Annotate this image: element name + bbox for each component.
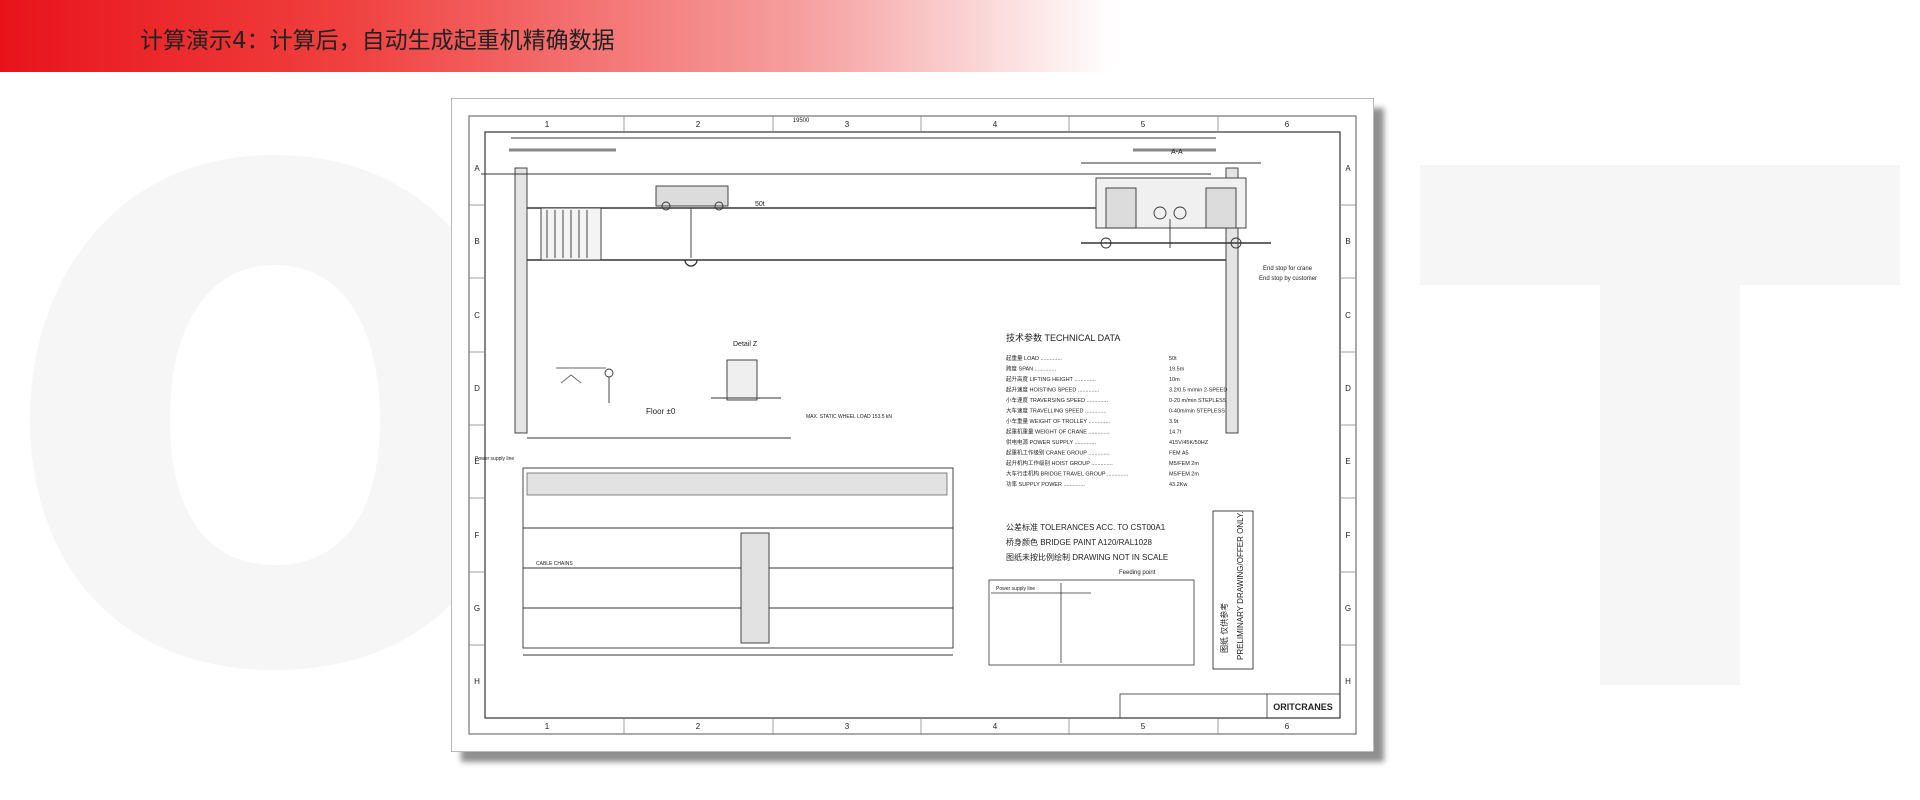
section-label: A-A — [1171, 149, 1183, 156]
tech-row-label: 供电电源 POWER SUPPLY .............. — [1006, 438, 1096, 446]
grid-col-label: 1 — [545, 120, 550, 129]
grid-col-label: 6 — [1285, 120, 1290, 129]
tech-row-value: 14.7t — [1169, 430, 1182, 436]
grid-row-label: D — [1345, 384, 1351, 393]
tolerances-note: 公差标准 TOLERANCES ACC. TO CST00A1 — [1006, 522, 1166, 532]
grid-row-label: A — [1345, 164, 1351, 173]
technical-data-table: 技术参数 TECHNICAL DATA 起重量 LOAD ...........… — [1006, 332, 1227, 562]
floor-label: Floor ±0 — [646, 407, 676, 416]
tech-row-value: 10m — [1169, 377, 1180, 383]
tech-title: 技术参数 TECHNICAL DATA — [1006, 332, 1120, 343]
company-name: ORITCRANES — [1273, 702, 1333, 712]
feeding-point-label: Feeding point — [1119, 570, 1156, 576]
tech-row-label: 起重机重量 WEIGHT OF CRANE .............. — [1006, 428, 1110, 436]
tech-row-value: M5/FEM 2m — [1169, 461, 1199, 467]
power-supply-line2-label: Power supply line — [996, 586, 1035, 592]
preliminary-en: PRELIMINARY DRAWING/OFFER ONLY. — [1236, 512, 1245, 660]
grid-row-label: H — [474, 677, 480, 686]
power-supply-label: Power supply line — [475, 456, 514, 462]
tech-row-value: 0-40m/min STEPLESS — [1169, 409, 1225, 415]
grid-row-label: H — [1345, 677, 1351, 686]
grid-col-label: 4 — [993, 722, 998, 731]
tech-row-label: 起升机构工作级别 HOIST GROUP .............. — [1006, 459, 1113, 467]
grid-row-label: C — [474, 311, 480, 320]
grid-row-label: G — [474, 604, 480, 613]
tech-row-label: 小车速度 TRAVERSING SPEED .............. — [1006, 396, 1108, 404]
grid-row-label: F — [1346, 531, 1351, 540]
tech-row-value: 415V/45K/50HZ — [1169, 440, 1209, 446]
tech-row-label: 起重量 LOAD .............. — [1006, 354, 1062, 362]
grid-row-label: D — [474, 384, 480, 393]
grid-row-label: B — [474, 237, 479, 246]
grid-row-label: E — [1345, 457, 1350, 466]
tech-row-label: 大车行走机构 BRIDGE TRAVEL GROUP .............… — [1006, 470, 1129, 478]
grid-row-label: G — [1345, 604, 1351, 613]
tech-row-label: 起重机工作级别 CRANE GROUP .............. — [1006, 449, 1110, 457]
grid-col-label: 5 — [1141, 722, 1146, 731]
grid-row-label: A — [474, 164, 480, 173]
drawing-sheet: 1 2 3 4 5 6 1 2 3 4 5 6 A B C D E F G H … — [451, 98, 1374, 752]
header-banner: 计算演示4：计算后，自动生成起重机精确数据 — [0, 0, 1920, 72]
grid-row-label: F — [475, 531, 480, 540]
section-a-a-view: A-A End stop for crane End stop by custo… — [1081, 149, 1317, 282]
grid-col-label: 3 — [845, 120, 850, 129]
crane-drawing: 1 2 3 4 5 6 1 2 3 4 5 6 A B C D E F G H … — [451, 98, 1384, 762]
grid-row-label: B — [1345, 237, 1350, 246]
cable-chain-label: CABLE CHAINS — [536, 561, 573, 567]
tech-row-value: M5/FEM 2m — [1169, 472, 1199, 478]
tech-row-value: 3.9t — [1169, 419, 1179, 425]
tech-row-label: 起升速度 HOISTING SPEED .............. — [1006, 386, 1100, 394]
end-stop-customer-label: End stop by customer — [1259, 276, 1317, 282]
preliminary-cn: 图纸 仅供参考 — [1219, 603, 1229, 653]
detail-label: Detail Z — [733, 341, 758, 348]
grid-col-label: 4 — [993, 120, 998, 129]
grid-col-label: 3 — [845, 722, 850, 731]
bridge-paint-note: 桥身颜色 BRIDGE PAINT A120/RAL1028 — [1006, 537, 1153, 547]
tech-row-value: 43.2Kw — [1169, 482, 1187, 488]
plan-view: Power supply line CABLE CHAINS — [475, 456, 954, 656]
end-stop-crane-label: End stop for crane — [1263, 266, 1313, 272]
page-title: 计算演示4：计算后，自动生成起重机精确数据 — [140, 28, 615, 54]
title-block: ORITCRANES — [1119, 693, 1341, 719]
tech-row-label: 大车速度 TRAVELLING SPEED .............. — [1006, 407, 1107, 415]
tech-row-value: FEM A5 — [1169, 451, 1189, 457]
grid-col-label: 2 — [696, 120, 701, 129]
tech-row-label: 小车重量 WEIGHT OF TROLLEY .............. — [1006, 417, 1110, 425]
tech-row-value: 50t — [1169, 356, 1177, 362]
tech-row-label: 功率 SUPPLY POWER .............. — [1006, 480, 1085, 488]
grid-col-label: 5 — [1141, 120, 1146, 129]
grid-row-label: C — [1345, 311, 1351, 320]
front-elevation-view: 50t Floor ±0 Detail Z MAX. STATIC WHEEL … — [481, 118, 1239, 439]
tech-row-value: 0-20 m/min STEPLESS — [1169, 398, 1227, 404]
tech-row-label: 起升高度 LIFTING HEIGHT .............. — [1006, 375, 1096, 383]
tech-row-value: 3.2/0.5 m/min 2-SPEED — [1169, 388, 1227, 394]
not-in-scale-note: 图纸未按比例绘制 DRAWING NOT IN SCALE — [1006, 552, 1168, 562]
grid-col-label: 6 — [1285, 722, 1290, 731]
tech-row-label: 跨度 SPAN .............. — [1006, 365, 1056, 373]
max-wheel-load-label: MAX. STATIC WHEEL LOAD 153.5 kN — [806, 414, 892, 420]
span-dimension: 19500 — [793, 118, 810, 124]
power-supply-detail: Feeding point Power supply line — [988, 570, 1195, 666]
grid-row-label: E — [474, 457, 479, 466]
tech-row-value: 19.5m — [1169, 367, 1185, 373]
grid-col-label: 1 — [545, 722, 550, 731]
rated-load-mark: 50t — [755, 201, 765, 208]
preliminary-box: 图纸 仅供参考 PRELIMINARY DRAWING/OFFER ONLY. — [1212, 510, 1254, 670]
grid-col-label: 2 — [696, 722, 701, 731]
